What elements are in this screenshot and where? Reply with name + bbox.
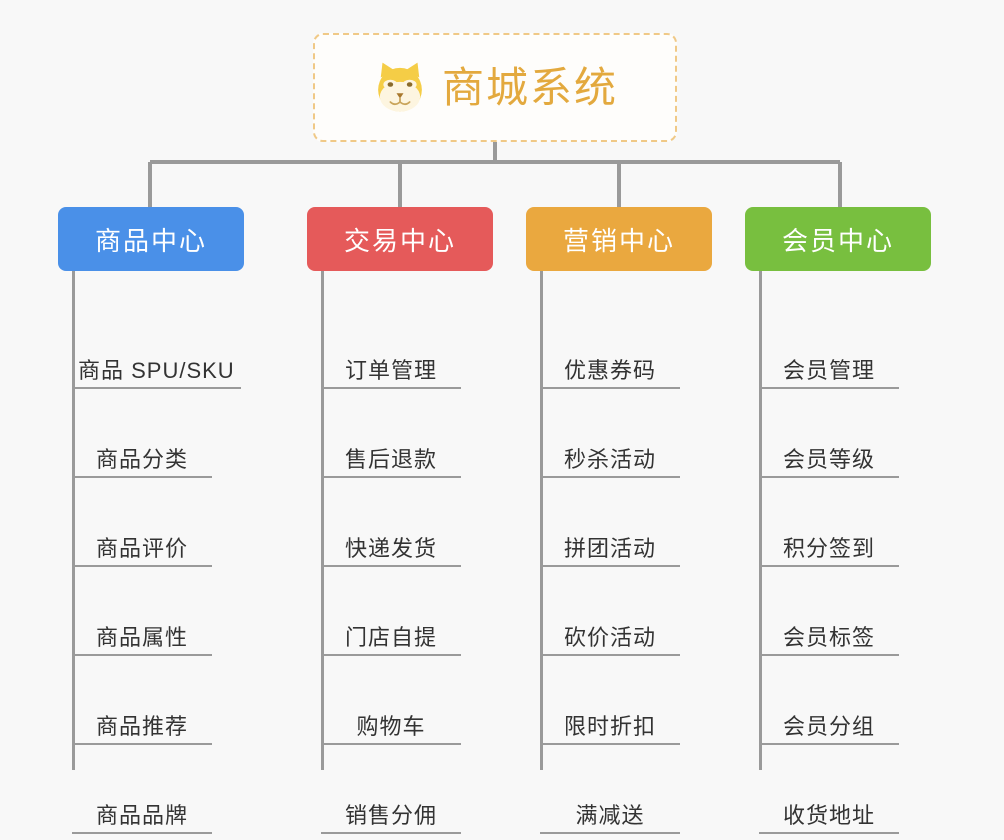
leaf-item-label: 优惠券码 <box>563 357 656 383</box>
leaf-item[interactable]: 商品分类 <box>72 434 212 478</box>
category-header-3[interactable]: 会员中心 <box>745 207 931 271</box>
shiba-dog-face-icon <box>372 60 428 116</box>
leaf-item[interactable]: 砍价活动 <box>540 612 680 656</box>
leaf-item[interactable]: 销售分佣 <box>321 790 461 834</box>
leaf-item[interactable]: 购物车 <box>321 701 461 745</box>
leaf-item[interactable]: 订单管理 <box>321 345 461 389</box>
category-header-label: 商品中心 <box>94 225 207 256</box>
leaf-item[interactable]: 秒杀活动 <box>540 434 680 478</box>
leaf-item[interactable]: 会员等级 <box>759 434 899 478</box>
leaf-item[interactable]: 售后退款 <box>321 434 461 478</box>
leaf-item-label: 商品推荐 <box>95 713 188 739</box>
leaf-item-label: 拼团活动 <box>563 535 656 561</box>
leaf-item-label: 销售分佣 <box>344 802 437 828</box>
leaf-item-label: 会员标签 <box>782 624 875 650</box>
leaf-item-label: 满减送 <box>575 802 645 828</box>
leaf-item[interactable]: 会员标签 <box>759 612 899 656</box>
leaf-item[interactable]: 积分签到 <box>759 523 899 567</box>
leaf-item-label: 会员等级 <box>782 446 875 472</box>
leaf-item-label: 订单管理 <box>344 357 437 383</box>
leaf-item-label: 秒杀活动 <box>563 446 656 472</box>
leaf-item-label: 商品评价 <box>95 535 188 561</box>
leaf-item-label: 商品分类 <box>95 446 188 472</box>
leaf-item[interactable]: 会员管理 <box>759 345 899 389</box>
leaf-item[interactable]: 收货地址 <box>759 790 899 834</box>
leaf-item[interactable]: 会员分组 <box>759 701 899 745</box>
column-spine-1 <box>321 271 324 770</box>
leaf-item[interactable]: 商品评价 <box>72 523 212 567</box>
leaf-item[interactable]: 商品属性 <box>72 612 212 656</box>
leaf-item[interactable]: 满减送 <box>540 790 680 834</box>
category-header-label: 交易中心 <box>343 225 456 256</box>
category-header-0[interactable]: 商品中心 <box>58 207 244 271</box>
leaf-item-label: 商品属性 <box>95 624 188 650</box>
leaf-item-label: 会员管理 <box>782 357 875 383</box>
leaf-item-label: 限时折扣 <box>563 713 656 739</box>
leaf-item-label: 门店自提 <box>344 624 437 650</box>
category-header-2[interactable]: 营销中心 <box>526 207 712 271</box>
category-column-3: 会员中心 会员管理会员等级积分签到会员标签会员分组收货地址 <box>745 207 931 834</box>
leaf-item-label: 商品 SPU/SKU <box>78 357 235 383</box>
column-spine-2 <box>540 271 543 770</box>
leaf-item-label: 购物车 <box>356 713 426 739</box>
leaf-item-label: 砍价活动 <box>563 624 656 650</box>
category-column-0: 商品中心 商品 SPU/SKU 商品分类商品评价商品属性商品推荐商品品牌 <box>58 207 244 834</box>
leaf-item-label: 积分签到 <box>782 535 875 561</box>
root-title: 商城系统 <box>441 63 618 111</box>
leaf-item-label: 收货地址 <box>782 802 875 828</box>
leaf-item[interactable]: 门店自提 <box>321 612 461 656</box>
category-column-1: 交易中心 订单管理售后退款快递发货门店自提购物车销售分佣 <box>307 207 493 834</box>
category-header-1[interactable]: 交易中心 <box>307 207 493 271</box>
leaf-item[interactable]: 商品品牌 <box>72 790 212 834</box>
column-spine-0 <box>72 271 75 770</box>
leaf-item[interactable]: 商品 SPU/SKU <box>72 345 241 389</box>
leaf-item-label: 商品品牌 <box>95 802 188 828</box>
leaf-item[interactable]: 快递发货 <box>321 523 461 567</box>
leaf-item-label: 售后退款 <box>344 446 437 472</box>
leaf-item-label: 会员分组 <box>782 713 875 739</box>
column-spine-3 <box>759 271 762 770</box>
leaf-item[interactable]: 商品推荐 <box>72 701 212 745</box>
leaf-item-label: 快递发货 <box>344 535 437 561</box>
leaf-item[interactable]: 优惠券码 <box>540 345 680 389</box>
root-node[interactable]: 商城系统 <box>313 33 677 142</box>
category-column-2: 营销中心 优惠券码秒杀活动拼团活动砍价活动限时折扣满减送 <box>526 207 712 834</box>
category-header-label: 营销中心 <box>562 225 675 256</box>
leaf-item[interactable]: 限时折扣 <box>540 701 680 745</box>
category-header-label: 会员中心 <box>781 225 894 256</box>
leaf-item[interactable]: 拼团活动 <box>540 523 680 567</box>
